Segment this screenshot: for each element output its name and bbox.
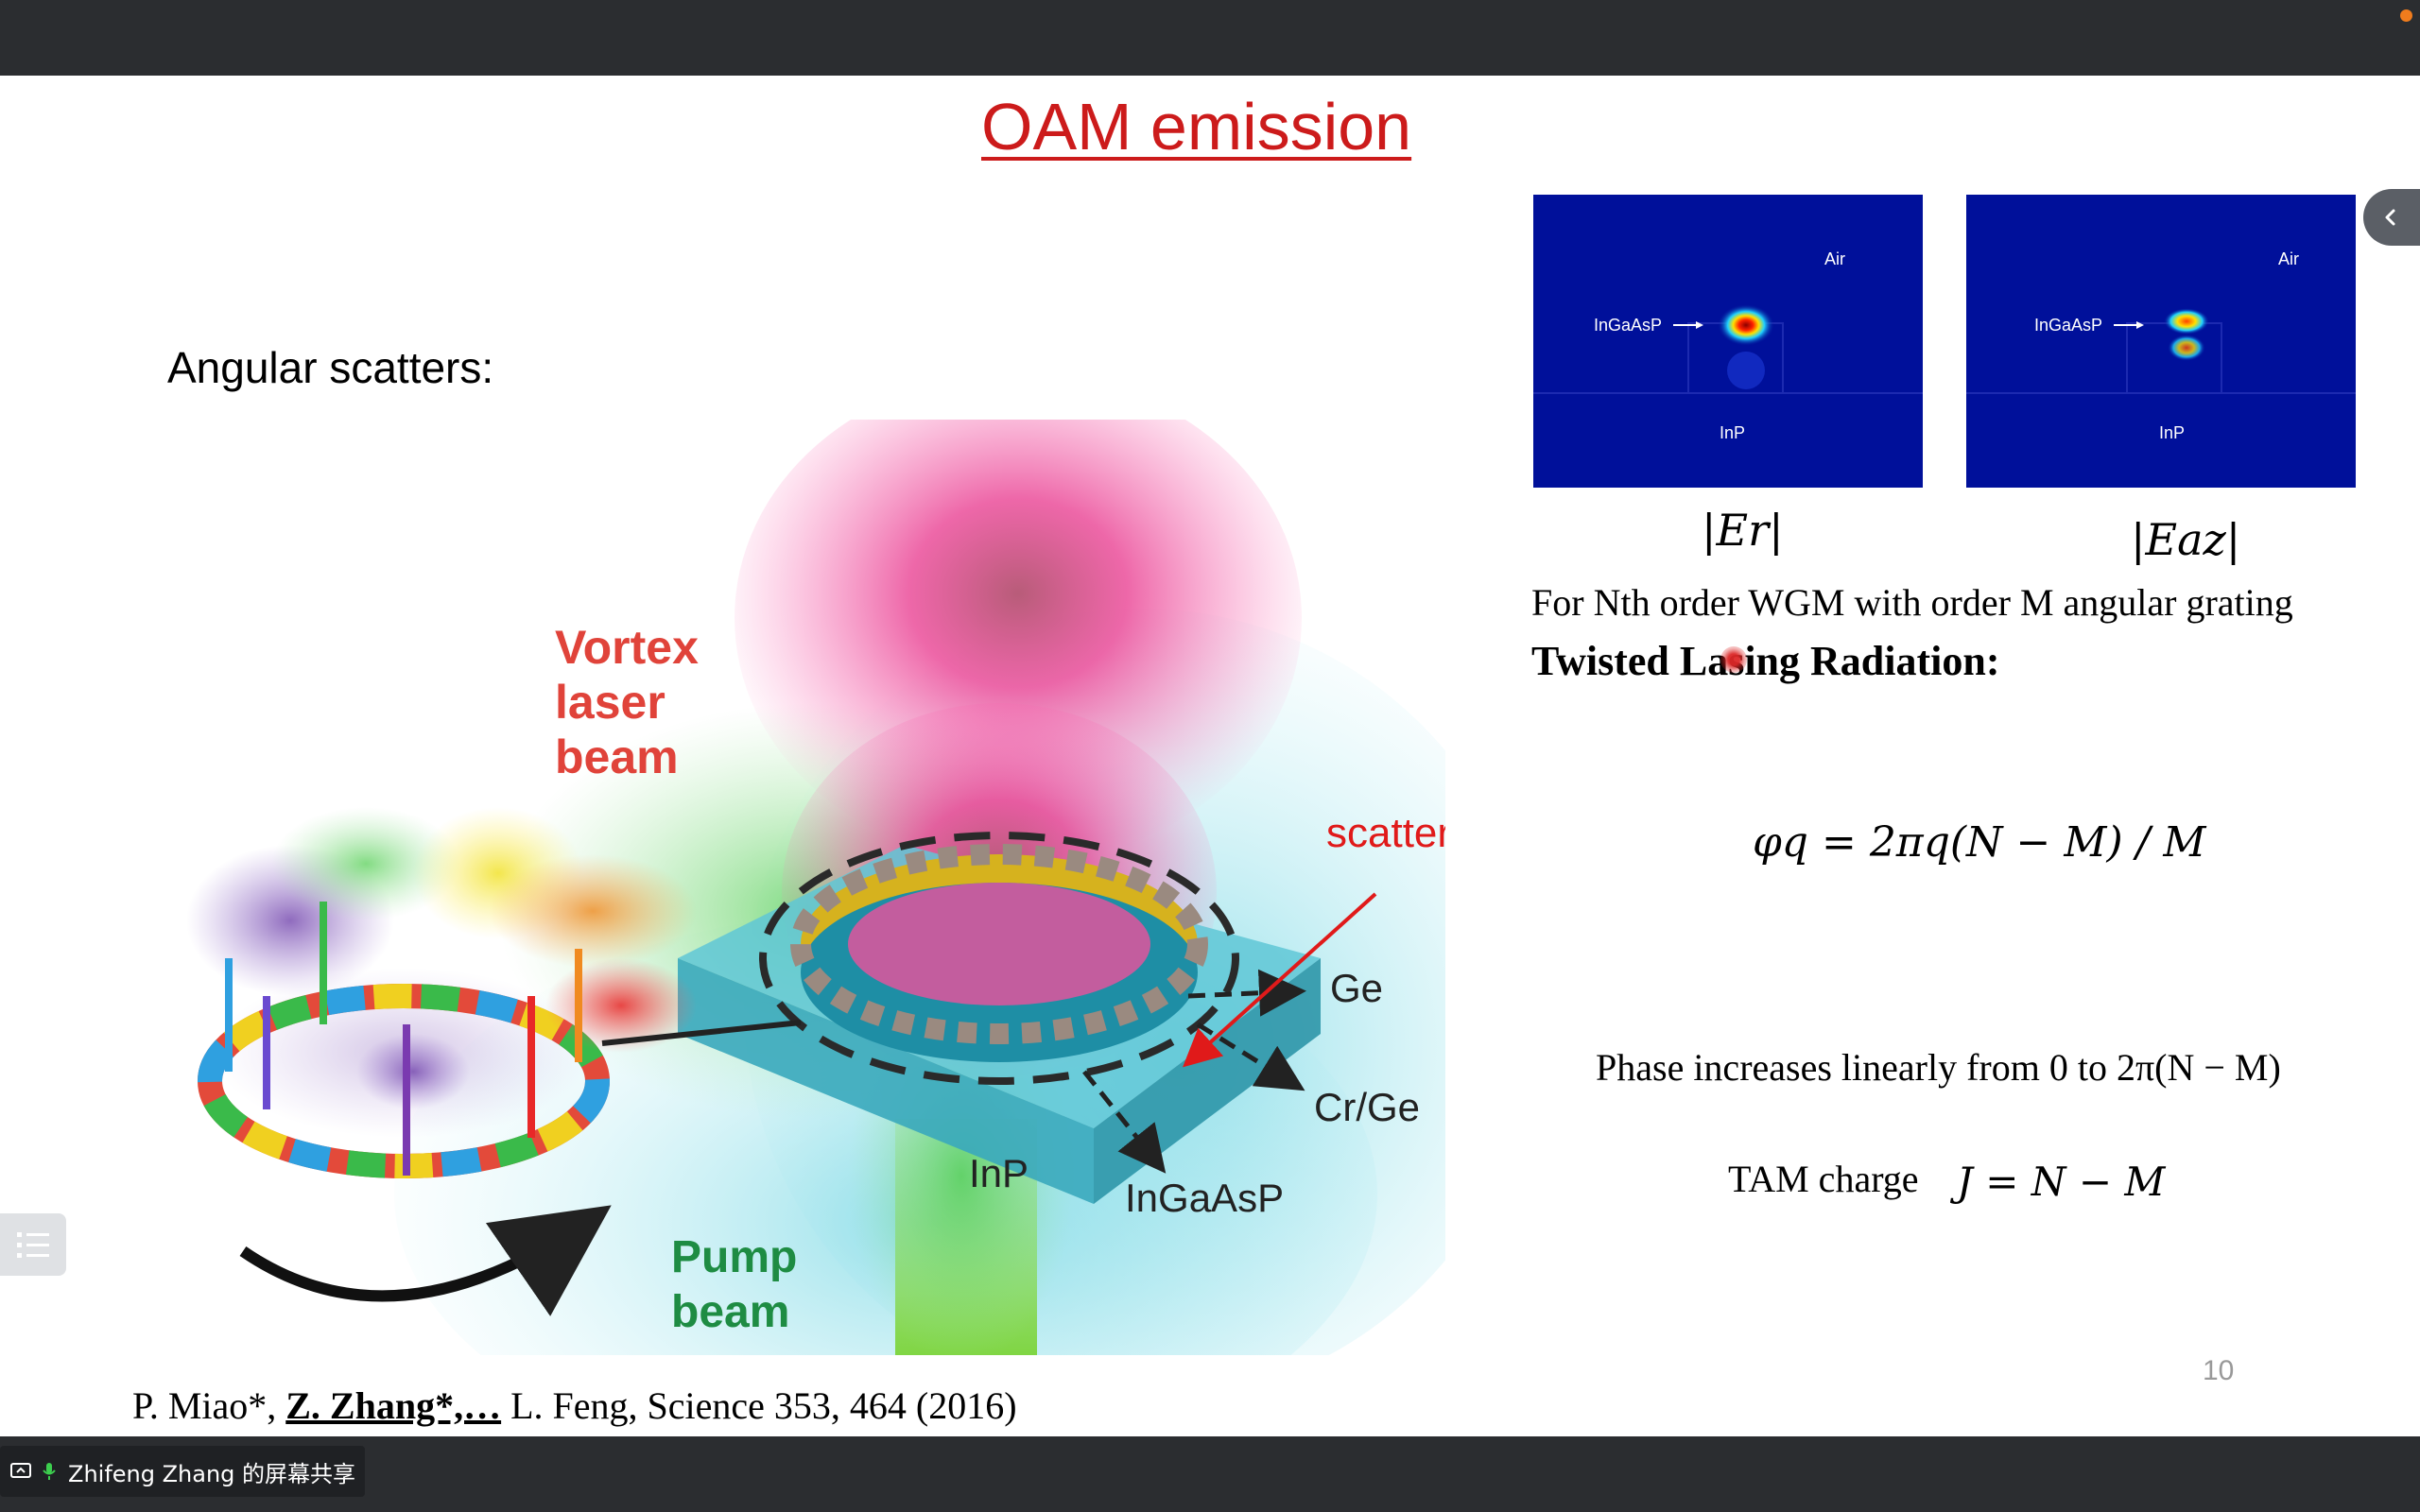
slide-title: OAM emission [981, 90, 1412, 163]
outline-list-button[interactable] [0, 1213, 66, 1276]
eaz-air-label: Air [2278, 249, 2299, 268]
reference-highlight: Z. Zhang*,… [285, 1384, 502, 1427]
twisted-heading: Twisted Lasing Radiation: [1531, 638, 2000, 684]
meeting-bottom-bar: Zhifeng Zhang 的屏幕共享 [0, 1436, 2420, 1512]
list-icon [17, 1232, 49, 1258]
label-pump-1: Pump [671, 1232, 797, 1282]
label-pump-2: beam [671, 1287, 789, 1337]
screen-share-icon [10, 1463, 31, 1478]
eaz-mode-profile: Air InGaAsP InP [1966, 195, 2356, 488]
label-vortex-2: laser [555, 676, 666, 729]
meeting-top-bar [0, 0, 2420, 76]
collapse-panel-button[interactable] [2363, 189, 2420, 246]
screen-share-label: Zhifeng Zhang 的屏幕共享 [68, 1460, 356, 1487]
label-crge: Cr/Ge [1314, 1085, 1420, 1129]
er-air-label: Air [1824, 249, 1845, 268]
eaz-ingaasp-label: InGaAsP [2034, 316, 2102, 335]
page-number: 10 [2203, 1355, 2235, 1386]
eaz-inp-label: InP [2159, 423, 2185, 442]
reference-suffix: L. Feng, Science 353, 464 (2016) [501, 1384, 1017, 1427]
er-inp-label: InP [1720, 423, 1745, 442]
er-mode-profile: Air InGaAsP InP [1533, 195, 1923, 488]
wgm-description: For Nth order WGM with order M angular g… [1531, 581, 2293, 624]
laser-pointer-icon [1720, 646, 1747, 673]
chevron-left-icon [2385, 209, 2395, 226]
vortex-laser-illustration: Vortex laser beam scatters Ge Cr/Ge InP … [148, 420, 1445, 1355]
er-caption: |Er| [1702, 505, 1784, 556]
microphone-icon [43, 1463, 56, 1480]
slide-subhead: Angular scatters: [167, 343, 494, 392]
presentation-slide: OAM emission Angular scatters: [0, 76, 2420, 1436]
er-ingaasp-label: InGaAsP [1594, 316, 1662, 335]
label-scatters: scatters [1326, 810, 1445, 856]
reference-citation: P. Miao*, Z. Zhang*,… L. Feng, Science 3… [132, 1383, 1017, 1428]
label-inp: InP [969, 1151, 1028, 1195]
label-vortex-1: Vortex [555, 621, 699, 674]
eaz-caption: |Eaz| [2131, 514, 2241, 565]
reference-prefix: P. Miao*, [132, 1384, 286, 1427]
tam-charge-label: TAM charge [1728, 1158, 1919, 1200]
recording-indicator-icon [2400, 9, 2412, 22]
label-vortex-3: beam [555, 730, 679, 783]
phase-increase-text: Phase increases linearly from 0 to 2π(N … [1596, 1046, 2281, 1089]
tam-equation: J = N − M [1957, 1159, 2166, 1205]
label-ge: Ge [1330, 966, 1383, 1010]
label-ingaasp: InGaAsP [1125, 1176, 1284, 1220]
phase-equation: φq = 2πq(N − M) / M [1753, 818, 2206, 867]
screen-share-indicator[interactable]: Zhifeng Zhang 的屏幕共享 [0, 1446, 365, 1497]
